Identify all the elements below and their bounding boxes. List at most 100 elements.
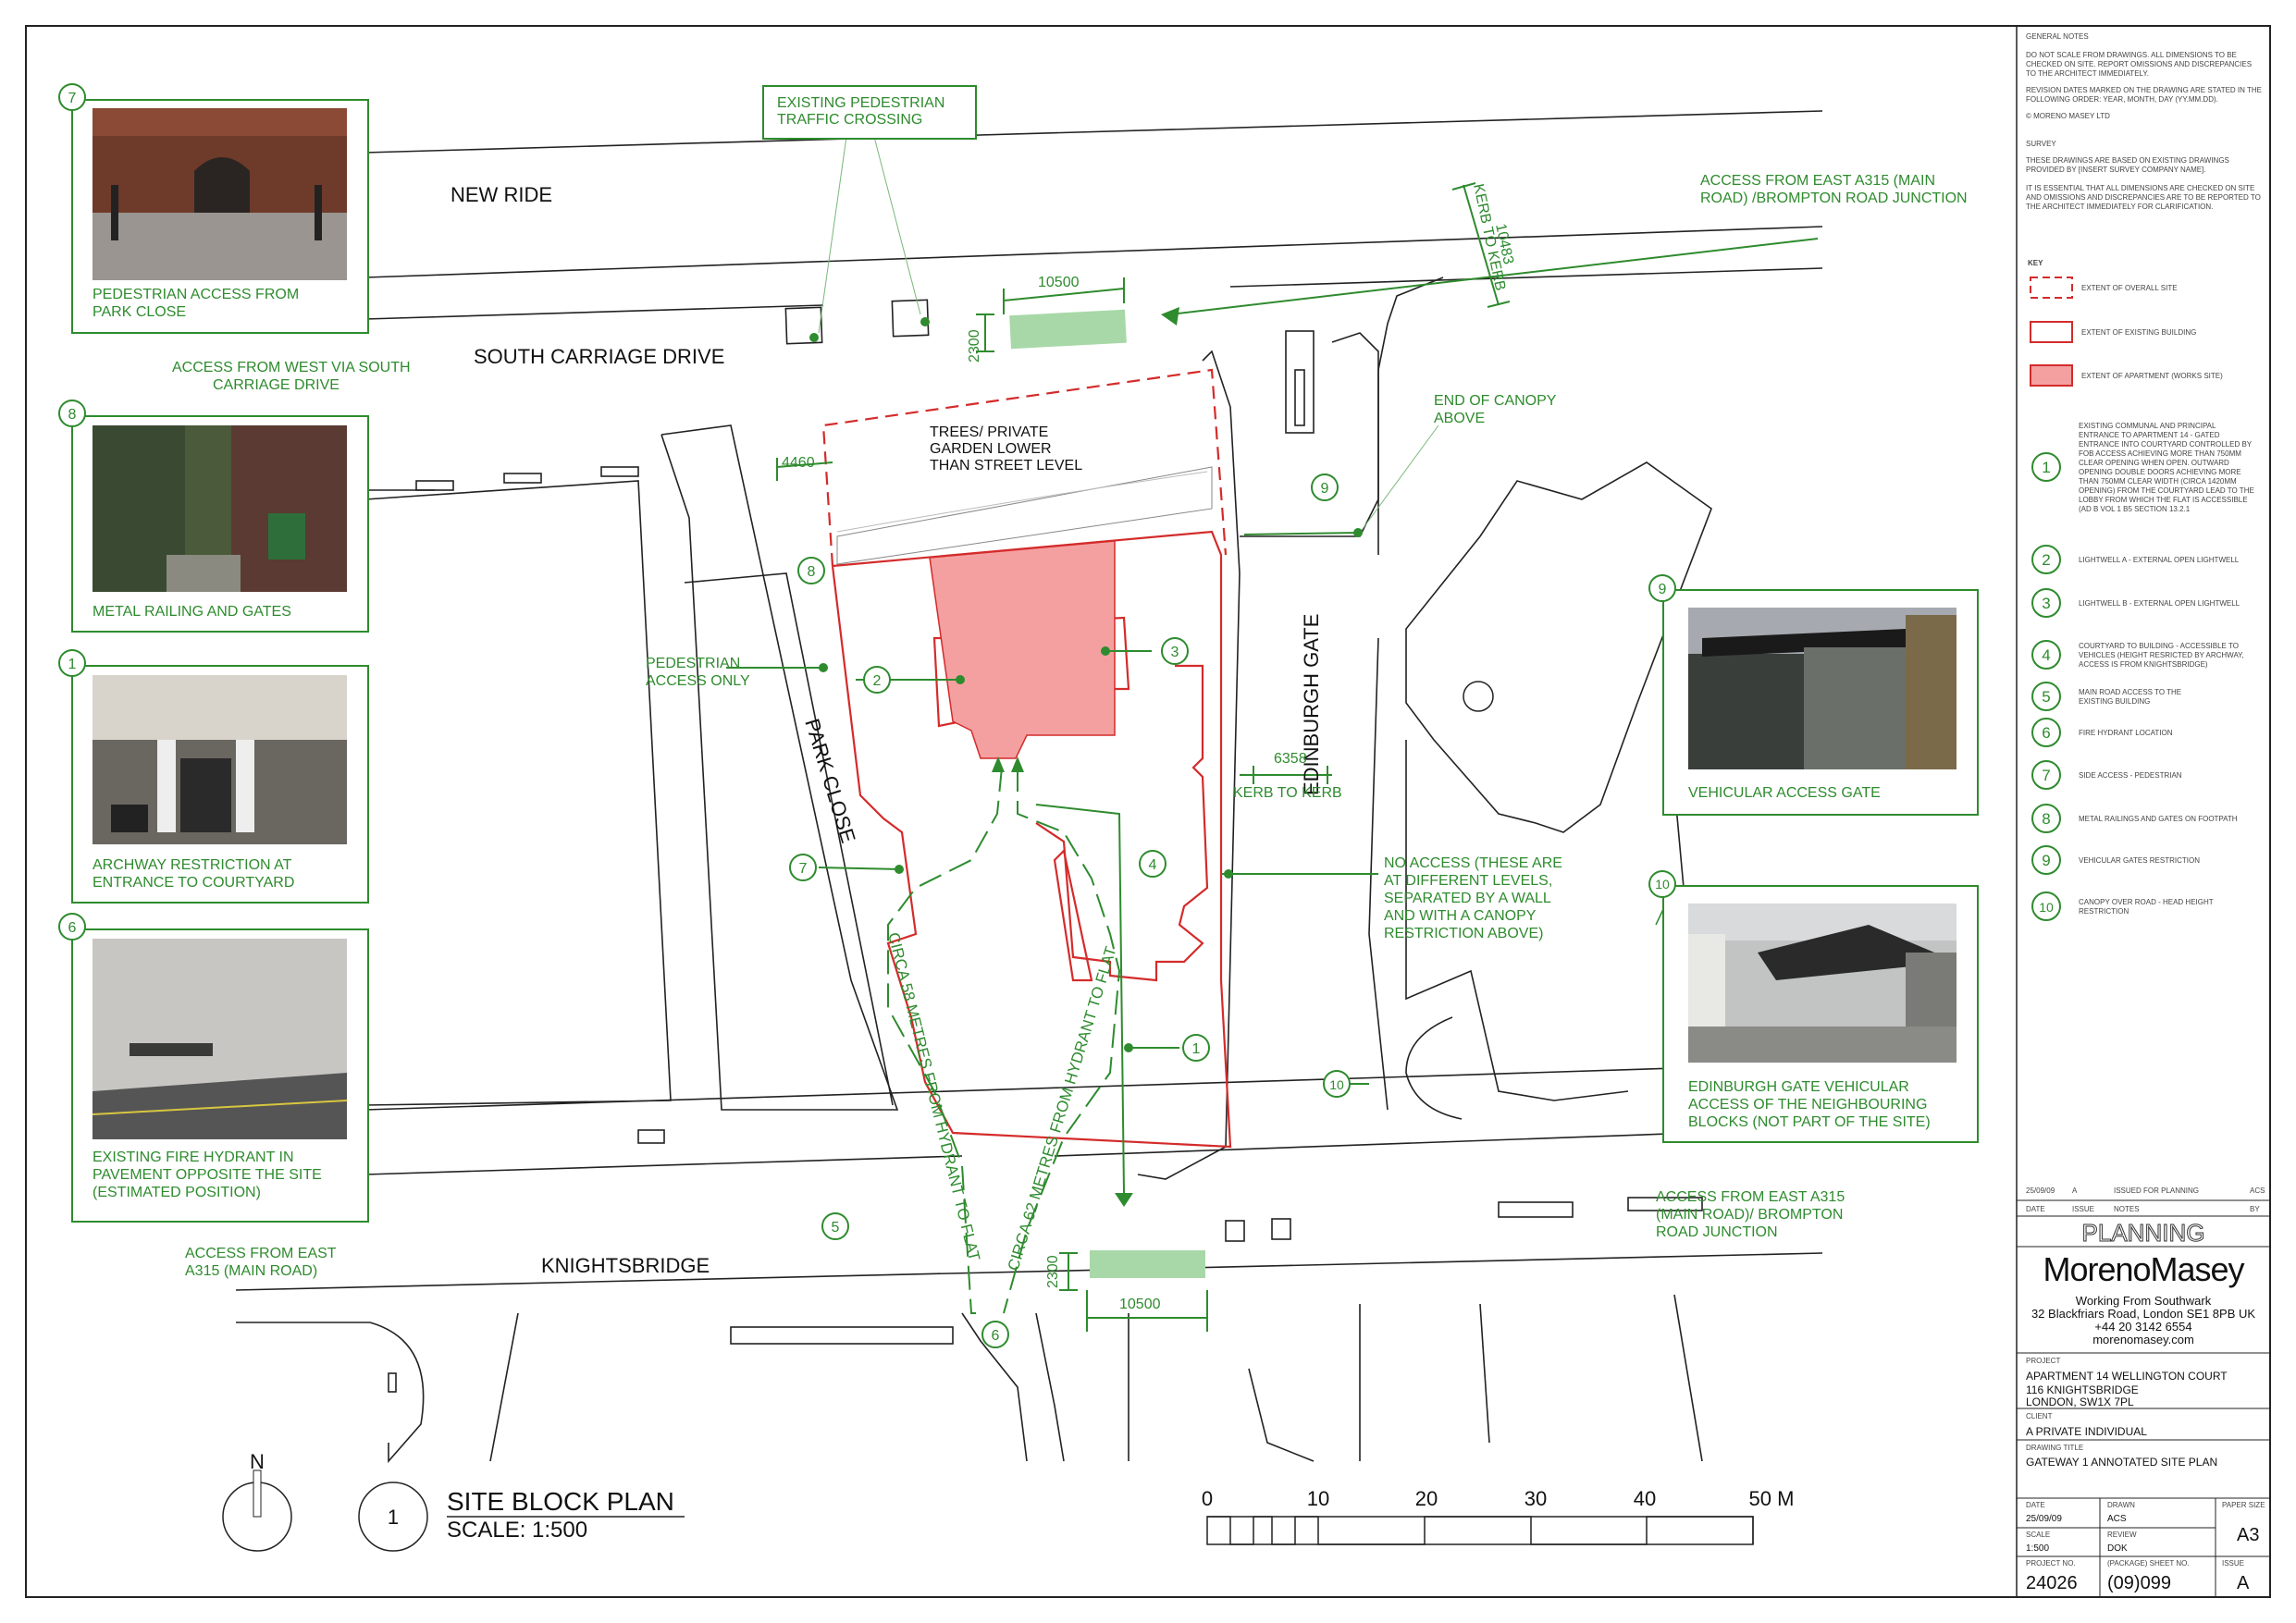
review-value: DOK [2107,1543,2128,1554]
legend-text-1-1: EXISTING COMMUNAL AND PRINCIPAL [2079,422,2216,430]
route-dots [809,317,1363,1052]
legend-text-1-2: ENTRANCE TO APARTMENT 14 - GATED [2079,431,2220,439]
trees-l3: THAN STREET LEVEL [930,458,1082,473]
date-label: DATE [2026,1501,2045,1509]
dim-bottom-width: 10500 [1119,1297,1161,1312]
legend-text-1-7: THAN 750MM CLEAR WIDTH (CIRCA 1420MM [2079,477,2237,486]
scale-tick-20: 20 [1415,1487,1438,1510]
scale-value: 1:500 [2026,1543,2049,1554]
sheet-border [25,25,2271,1598]
issue-value: A [2237,1573,2250,1593]
marker-6: 6 [992,1328,1000,1344]
key-existing-building-swatch [2030,321,2073,343]
access-east-bl-l1: ACCESS FROM EAST [185,1246,337,1261]
drawing-number-circle [358,1482,428,1552]
north-arrow: N [222,1450,292,1552]
key-heading: KEY [2028,259,2043,267]
marker-3: 3 [1171,645,1179,660]
scale-tick-0: 0 [1202,1487,1213,1510]
revision-table: 25/09/09 A ISSUED FOR PLANNING ACS DATE … [2017,1187,2270,1217]
company-logo: MorenoMasey [2043,1250,2244,1288]
access-east-br-l3: ROAD JUNCTION [1656,1224,1778,1240]
photo-1-num: 1 [68,657,77,672]
site-boundaries [821,368,1232,1149]
marker-10: 10 [1329,1077,1344,1092]
general-note-2-l2: FOLLOWING ORDER: YEAR, MONTH, DAY (YY.MM… [2026,95,2218,104]
legend-text-3-1: LIGHTWELL B - EXTERNAL OPEN LIGHTWELL [2079,599,2240,608]
no-access-l2: AT DIFFERENT LEVELS, [1384,873,1552,889]
legend-text-1-10: (AD B VOL 1 B5 SECTION 13.2.1 [2079,505,2191,513]
road-park-close: PARK CLOSE [800,716,860,845]
legend-text-7-1: SIDE ACCESS - PEDESTRIAN [2079,771,2182,780]
photo-9-num: 9 [1659,582,1667,597]
legend-marker-9 [2031,845,2061,875]
photo-1-caption-l2: ENTRANCE TO COURTYARD [93,875,294,891]
survey-note-1-l1: THESE DRAWINGS ARE BASED ON EXISTING DRA… [2026,156,2229,165]
trees-l2: GARDEN LOWER [930,441,1052,457]
legend-text-5-1: MAIN ROAD ACCESS TO THE [2079,688,2181,696]
dim-park-close: 4460 [782,455,815,471]
photo-panel-7: 7 PEDESTRIAN ACCESS FROM PARK CLOSE [58,83,369,334]
rev-header-notes: NOTES [2114,1205,2140,1213]
legend-number-10: 10 [2039,900,2054,915]
project-l3: LONDON, SW1X 7PL [2026,1396,2134,1408]
trees-l1: TREES/ PRIVATE [930,424,1048,440]
road-new-ride: NEW RIDE [451,183,552,206]
general-note-1-l2: CHECKED ON SITE. REPORT OMISSIONS AND DI… [2026,60,2252,68]
hydrant-58-label: CIRCA 58 METRES FROM HYDRANT TO FLAT [884,930,983,1262]
dim-edinburgh: 6358 [1274,751,1307,767]
project-l2: 116 KNIGHTSBRIDGE [2026,1383,2139,1396]
legend-text-1-5: CLEAR OPENING WHEN OPEN. OUTWARD [2079,459,2229,467]
photo-10-caption-l1: EDINBURGH GATE VEHICULAR [1688,1079,1909,1095]
company-address-l2: 32 Blackfriars Road, London SE1 8PB UK [2031,1307,2255,1321]
marker-2: 2 [873,673,882,689]
drawn-label: DRAWN [2107,1501,2135,1509]
issue-label: ISSUE [2222,1559,2244,1568]
photo-10-num: 10 [1655,877,1670,891]
key-apartment-swatch [2030,364,2073,387]
legend-marker-8 [2031,804,2061,833]
drawn-value: ACS [2107,1514,2127,1524]
crossing-north [1009,309,1127,350]
legend-number-4: 4 [2042,646,2050,664]
general-notes-heading: GENERAL NOTES [2026,32,2089,41]
no-access-l4: AND WITH A CANOPY [1384,908,1537,924]
pedestrian-only-l2: ACCESS ONLY [646,673,750,689]
legend-marker-5 [2031,682,2061,711]
scale-tick-10: 10 [1307,1487,1329,1510]
marker-1: 1 [1192,1041,1201,1057]
legend-text-6-1: FIRE HYDRANT LOCATION [2079,729,2173,737]
drawing-title: SITE BLOCK PLAN [447,1487,674,1516]
scale-tick-30: 30 [1524,1487,1547,1510]
access-east-br-l2: (MAIN ROAD)/ BROMPTON [1656,1207,1843,1223]
legend-marker-1 [2031,452,2061,482]
legend-text-1-9: LOBBY FROM WHICH THE FLAT IS ACCESSIBLE [2079,496,2248,504]
crossing-callout-l1: EXISTING PEDESTRIAN [777,95,944,111]
north-label: N [250,1450,265,1473]
crossing-south [1090,1250,1205,1278]
legend-text-8-1: METAL RAILINGS AND GATES ON FOOTPATH [2079,815,2238,823]
drawing-number: 1 [388,1506,399,1529]
marker-9: 9 [1321,481,1329,497]
access-east-top-l2: ROAD) /BROMPTON ROAD JUNCTION [1700,191,1968,206]
scale-tick-40: 40 [1634,1487,1656,1510]
pedestrian-only-l1: PEDESTRIAN [646,656,740,671]
copyright-note: © MORENO MASEY LTD [2026,112,2110,120]
access-west-l1: ACCESS FROM WEST VIA SOUTH [172,360,411,375]
crossing-callout-l2: TRAFFIC CROSSING [777,112,922,128]
notes-column: GENERAL NOTES DO NOT SCALE FROM DRAWINGS… [2026,32,2262,387]
legend-text-1-6: OPENING DOUBLE DOORS ACHIEVING MORE [2079,468,2241,476]
no-access-l5: RESTRICTION ABOVE) [1384,926,1543,941]
marker-4: 4 [1149,857,1157,873]
client-label: CLIENT [2026,1412,2053,1420]
rev-date: 25/09/09 [2026,1187,2055,1195]
legend-marker-10 [2031,891,2061,921]
scale-bar: 0 10 20 30 40 50 M [1202,1487,1794,1545]
photo-6-caption-l1: EXISTING FIRE HYDRANT IN [93,1150,294,1165]
survey-note-2-l3: THE ARCHITECT IMMEDIATELY FOR CLARIFICAT… [2026,203,2213,211]
review-label: REVIEW [2107,1531,2137,1539]
key-overall-site: EXTENT OF OVERALL SITE [2081,284,2178,292]
legend-number-5: 5 [2042,688,2050,706]
project-no-label: PROJECT NO. [2026,1559,2076,1568]
